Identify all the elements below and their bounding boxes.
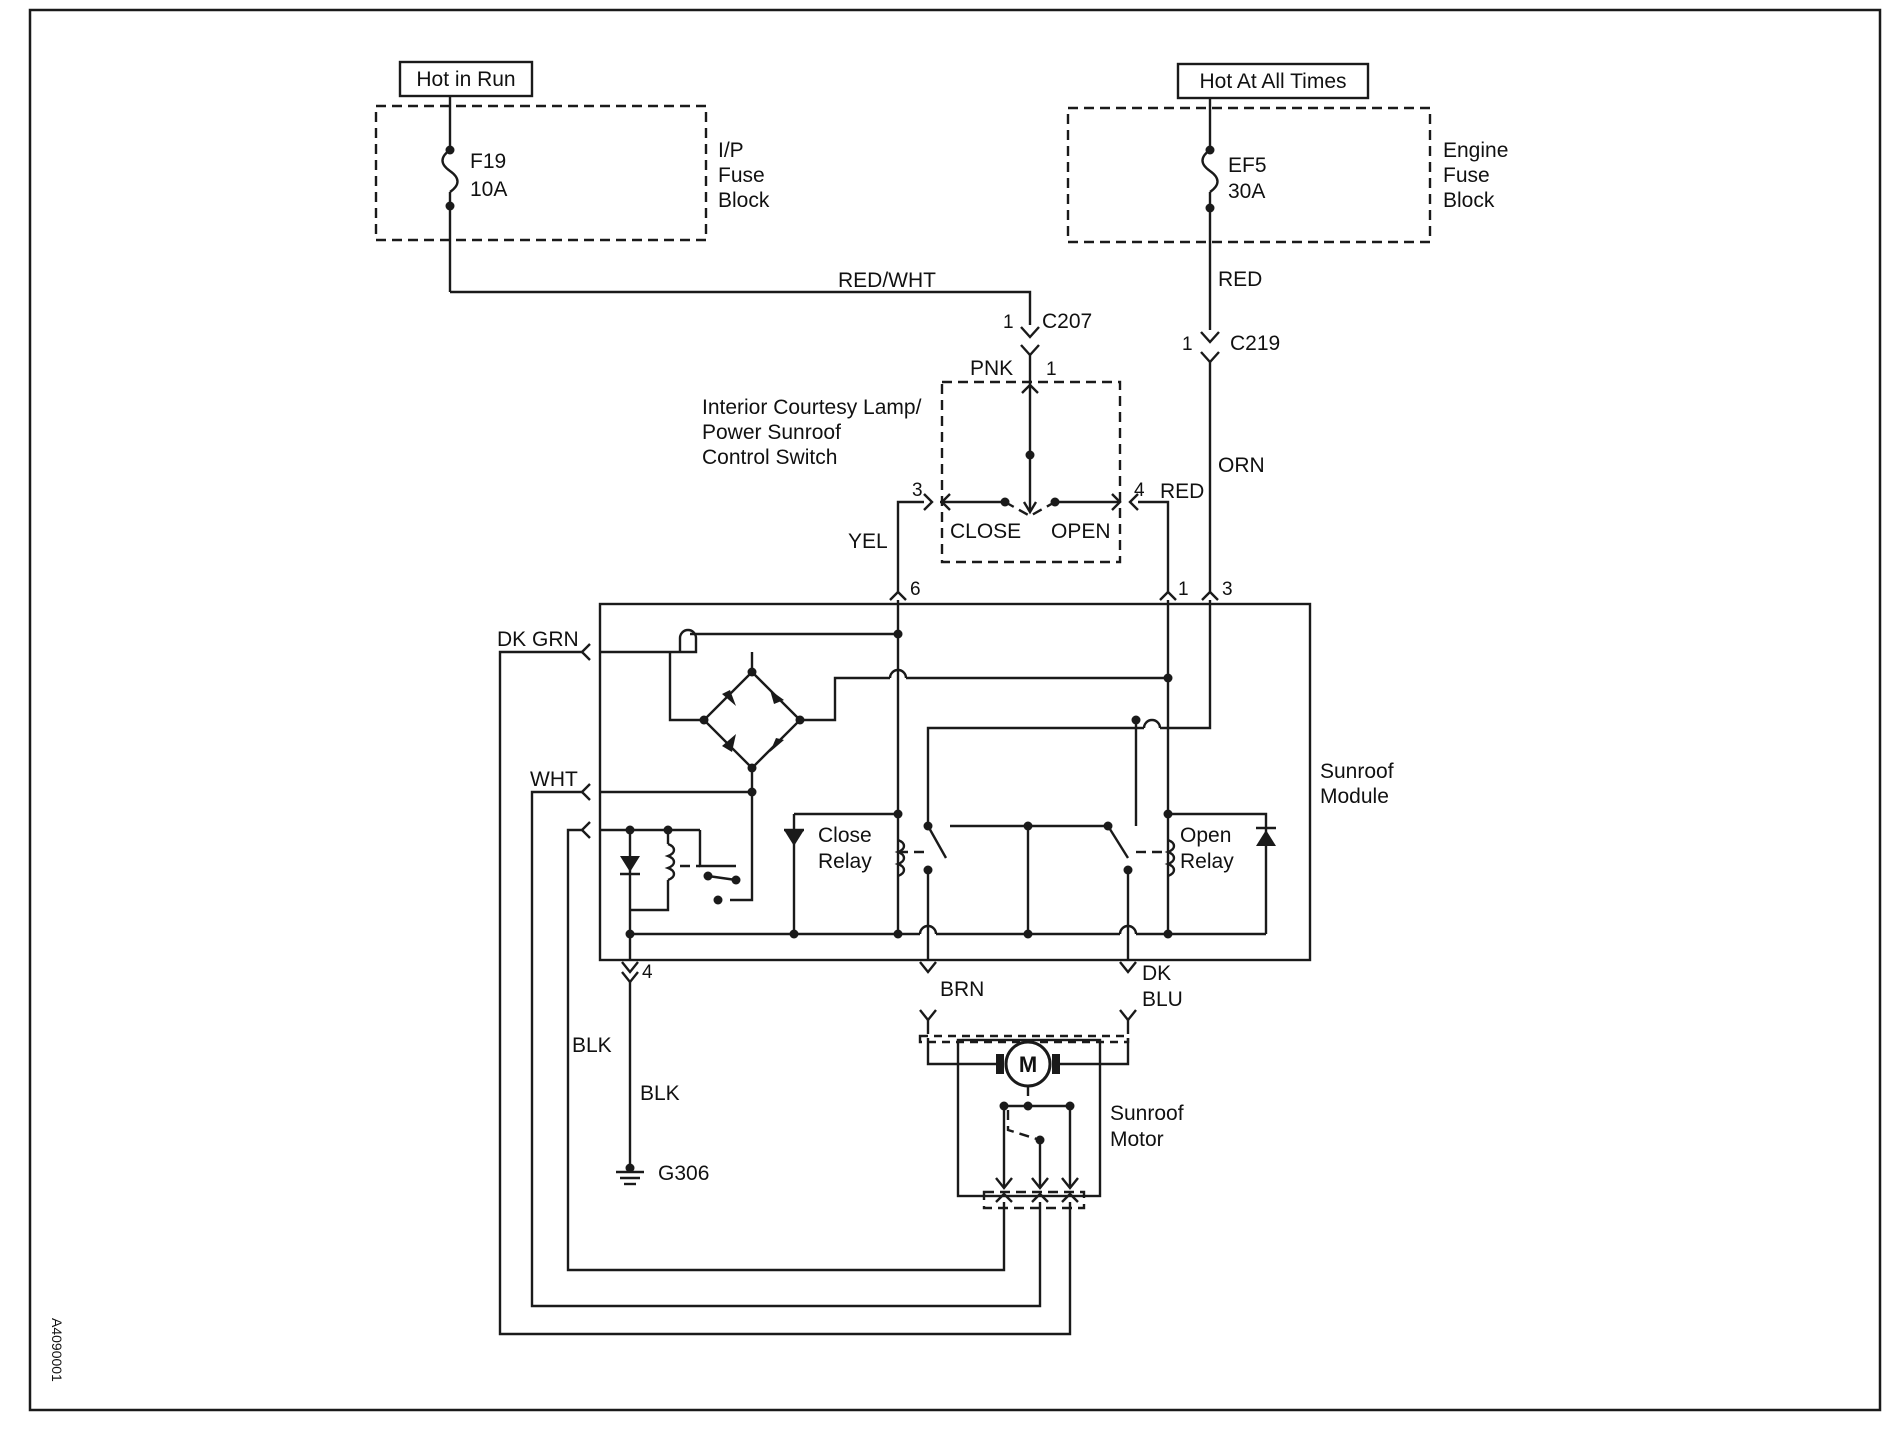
svg-text:Hot in Run: Hot in Run (416, 68, 515, 91)
orn-wire: ORN (1208, 362, 1265, 592)
switch-open-label: OPEN (1051, 520, 1111, 543)
svg-text:BLU: BLU (1142, 988, 1183, 1011)
svg-text:4: 4 (1134, 480, 1145, 501)
svg-text:DK GRN: DK GRN (497, 628, 579, 651)
svg-text:3: 3 (912, 480, 923, 501)
sunroof-module: Sunroof Module 6 1 3 (580, 579, 1394, 962)
red-switch-wire: 4 RED (1128, 480, 1204, 592)
yel-wire: 3 YEL (848, 480, 934, 592)
engine-fuse-block-name-3: Block (1443, 189, 1495, 212)
svg-text:C207: C207 (1042, 310, 1092, 333)
connector-c207: 1 C207 PNK 1 (970, 310, 1092, 385)
svg-text:C219: C219 (1230, 332, 1280, 355)
fuse-f19-rating: 10A (470, 178, 507, 201)
svg-text:ORN: ORN (1218, 454, 1265, 477)
blk-wire: BLK (566, 828, 1006, 1272)
svg-text:BRN: BRN (940, 978, 984, 1001)
module-name-1: Sunroof (1320, 760, 1394, 783)
svg-text:1: 1 (1182, 334, 1193, 355)
engine-fuse-block-name-2: Fuse (1443, 164, 1490, 187)
switch-name-2: Power Sunroof (702, 421, 841, 444)
figure-code: A4090001 (49, 1318, 65, 1382)
fuse-f19-label: F19 (470, 150, 506, 173)
engine-fuse-block-name-1: Engine (1443, 139, 1508, 162)
dk-grn-wire: DK GRN (497, 628, 1072, 1336)
switch-name-1: Interior Courtesy Lamp/ (702, 396, 922, 419)
ip-fuse-block-name-1: I/P (718, 139, 744, 162)
svg-text:RED: RED (1160, 480, 1204, 503)
svg-text:1: 1 (1003, 312, 1014, 333)
fuse-ef5-icon (1201, 149, 1219, 193)
sunroof-motor: M Sunroof Motor (918, 1034, 1184, 1210)
svg-text:YEL: YEL (848, 530, 888, 553)
ground-wire: 4 BLK (621, 961, 680, 1168)
svg-text:WHT: WHT (530, 768, 578, 791)
red-wire-top: RED (1218, 268, 1262, 291)
brn-wire: BRN (919, 961, 984, 1034)
svg-text:1: 1 (1178, 579, 1189, 600)
motor-symbol: M (1019, 1052, 1037, 1077)
svg-text:G306: G306 (658, 1162, 709, 1185)
svg-text:DK: DK (1142, 962, 1171, 985)
pnk-pin: 1 (1046, 359, 1057, 380)
open-relay-label-2: Relay (1180, 850, 1234, 873)
ip-fuse-block-name-2: Fuse (718, 164, 765, 187)
wht-wire: WHT (530, 768, 1042, 1308)
close-relay-label-1: Close (818, 824, 872, 847)
switch-close-label: CLOSE (950, 520, 1021, 543)
open-relay-label-1: Open (1180, 824, 1231, 847)
switch-name-3: Control Switch (702, 446, 837, 469)
hot-in-run-label: Hot in Run (398, 60, 534, 98)
control-switch: CLOSE OPEN Interior Courtesy Lamp/ Power… (702, 380, 1122, 564)
module-name-2: Module (1320, 785, 1389, 808)
fuse-ef5-rating: 30A (1228, 180, 1265, 203)
pnk-wire-label: PNK (970, 357, 1013, 380)
ip-fuse-block-name-3: Block (718, 189, 770, 212)
svg-text:RED: RED (1218, 268, 1262, 291)
svg-text:Hot At All Times: Hot At All Times (1199, 70, 1346, 93)
close-relay-label-2: Relay (818, 850, 872, 873)
hot-at-all-times-label: Hot At All Times (1176, 62, 1370, 100)
dk-blu-wire: DK BLU (1119, 961, 1183, 1034)
fuse-f19-icon (441, 149, 459, 193)
engine-fuse-block: EF5 30A Engine Fuse Block (1066, 98, 1508, 330)
svg-text:3: 3 (1222, 579, 1233, 600)
connector-c219: 1 C219 (1182, 331, 1280, 364)
motor-name-1: Sunroof (1110, 1102, 1184, 1125)
diagram-frame (28, 8, 1882, 1412)
fuse-ef5-label: EF5 (1228, 154, 1267, 177)
diode-bridge (668, 652, 828, 790)
svg-text:BLK: BLK (640, 1082, 680, 1105)
svg-text:RED/WHT: RED/WHT (838, 269, 936, 292)
svg-text:4: 4 (642, 962, 653, 983)
ip-fuse-block: F19 10A I/P Fuse Block (374, 96, 770, 292)
red-wht-wire: RED/WHT (450, 269, 1032, 325)
svg-text:BLK: BLK (572, 1034, 612, 1057)
motor-name-2: Motor (1110, 1128, 1164, 1151)
ground-g306: G306 (616, 1162, 709, 1186)
svg-text:6: 6 (910, 579, 921, 600)
